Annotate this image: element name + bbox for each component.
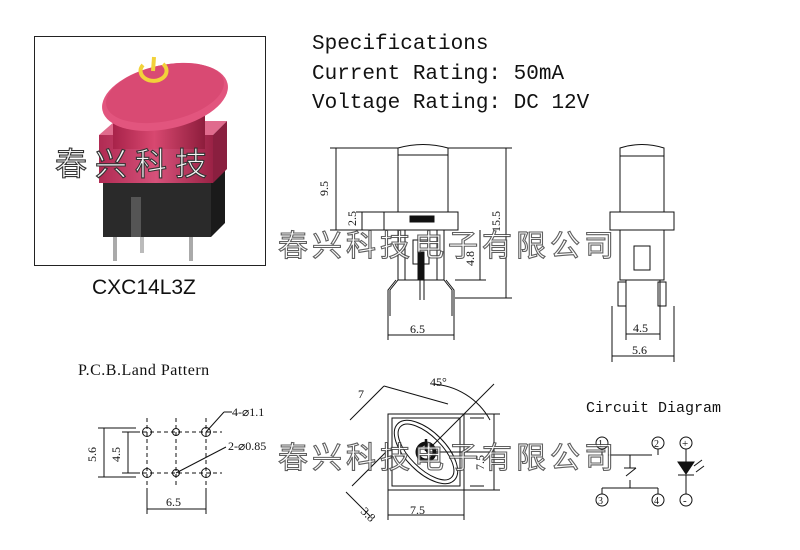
current-rating: Current Rating: 50mA	[312, 62, 565, 86]
pcb-title: P.C.B.Land Pattern	[78, 362, 210, 379]
hole-large-label: 4-⌀1.1	[232, 405, 264, 419]
side-view	[609, 144, 675, 362]
dim-body-height: 7.5	[473, 455, 487, 470]
power-icon	[138, 56, 169, 83]
photo-watermark: 春兴科技	[55, 145, 215, 183]
push-switch-illustration: 春兴科技	[54, 56, 228, 261]
circuit-led-minus: -	[683, 495, 687, 507]
dim-4-8: 4.8	[463, 251, 477, 266]
dim-angle: 45°	[430, 375, 447, 389]
watermark-upper: 春兴科技电子有限公司	[278, 229, 618, 264]
front-view	[330, 144, 512, 340]
circuit-pin-4: 4	[654, 496, 659, 507]
dim-cap-length: 7	[358, 387, 364, 401]
circuit-pin-2: 2	[654, 439, 659, 450]
dim-4-5-pcb: 4.5	[109, 447, 123, 462]
circuit-pin-1: 1	[598, 439, 603, 450]
dim-9-5: 9.5	[317, 181, 331, 196]
circuit-pin-3: 3	[598, 496, 603, 507]
pcb-pattern	[98, 411, 232, 514]
dim-4-5-side: 4.5	[633, 321, 648, 335]
dim-6-5-front: 6.5	[410, 322, 425, 336]
dim-6-5-pcb: 6.5	[166, 495, 181, 509]
model-number: CXC14L3Z	[92, 276, 196, 299]
dim-5-6-side: 5.6	[632, 343, 647, 357]
dim-5-6-pcb: 5.6	[85, 447, 99, 462]
circuit-diagram	[595, 436, 705, 507]
dim-2-5: 2.5	[345, 211, 359, 226]
hole-small-label: 2-⌀0.85	[228, 439, 266, 453]
spec-heading: Specifications	[312, 33, 489, 56]
top-view	[345, 383, 500, 520]
watermark-lower: 春兴科技电子有限公司	[278, 441, 618, 476]
voltage-rating: Voltage Rating: DC 12V	[312, 92, 590, 115]
dim-15-5: 15.5	[489, 211, 503, 232]
circuit-title: Circuit Diagram	[586, 400, 722, 417]
circuit-led-plus: +	[682, 438, 688, 450]
specifications-block: Specifications Current Rating: 50mA Volt…	[312, 30, 589, 119]
product-photo: 春兴科技	[34, 36, 266, 266]
dim-body-width: 7.5	[410, 503, 425, 517]
